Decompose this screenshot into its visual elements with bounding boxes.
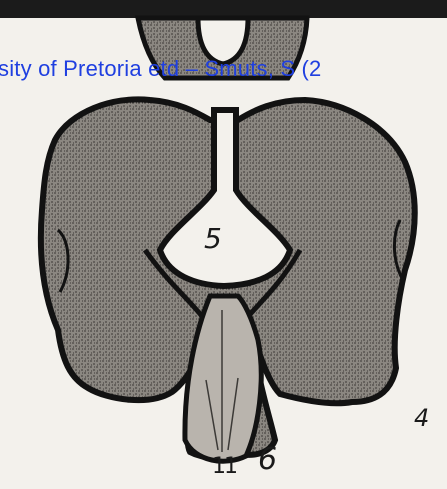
label-five: 5 [204,222,222,255]
top-dark-band [0,0,447,18]
label-four: 4 [414,404,429,432]
label-six: 6 [258,442,277,477]
watermark-text: sity of Pretoria etd – Smuts, S (2 [0,56,447,82]
label-eleven: 11 [212,454,236,479]
